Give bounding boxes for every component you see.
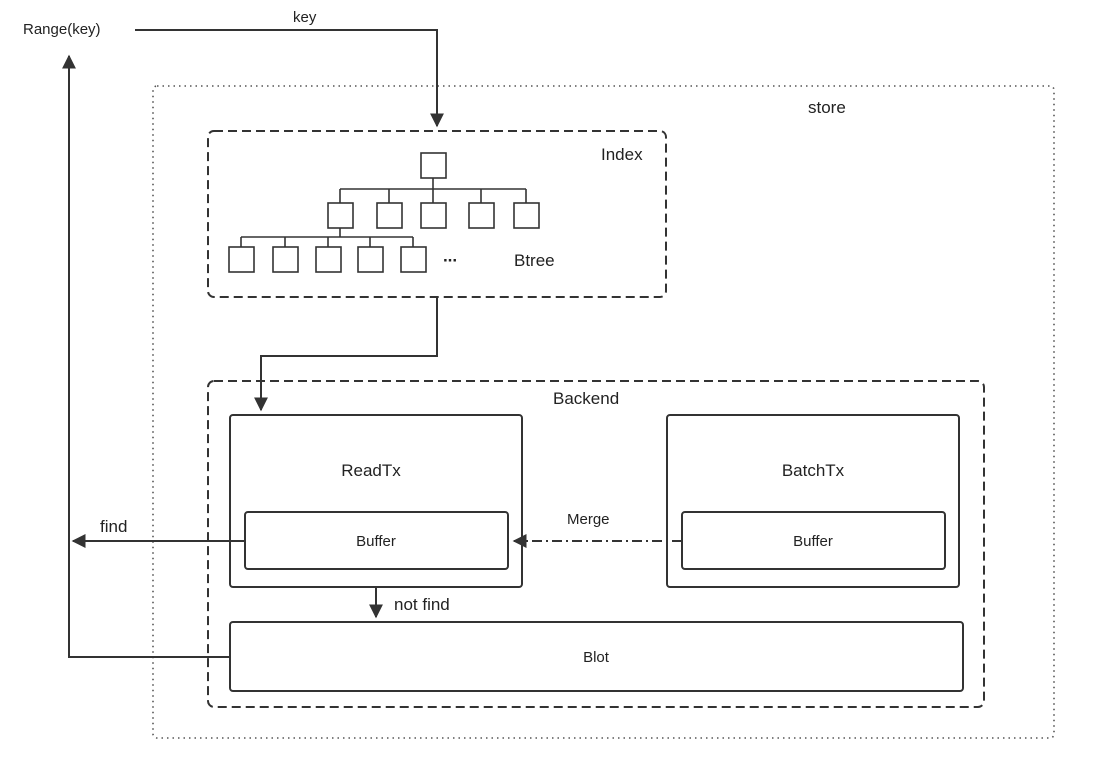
merge-label: Merge — [567, 511, 610, 528]
find-label: find — [100, 517, 128, 536]
btree-leaf-node — [228, 246, 255, 273]
index-to-readtx-arrow — [254, 298, 438, 412]
btree-leaf-node — [272, 246, 299, 273]
blot-label: Blot — [583, 649, 609, 666]
btree-node — [327, 202, 354, 229]
backend-box — [207, 380, 985, 708]
btree-node — [468, 202, 495, 229]
readtx-label: ReadTx — [341, 461, 401, 480]
store-label: store — [808, 98, 846, 117]
blot-return-arrow — [62, 54, 230, 658]
index-label: Index — [601, 145, 643, 164]
range-key-label: Range(key) — [23, 21, 101, 38]
btree-node — [376, 202, 403, 229]
key-label: key — [293, 9, 317, 26]
btree-leaf-node — [400, 246, 427, 273]
btree-node — [513, 202, 540, 229]
batchtx-buffer-label: Buffer — [793, 533, 833, 550]
btree-node — [420, 202, 447, 229]
btree-label: Btree — [514, 251, 555, 270]
key-arrow — [135, 29, 444, 128]
batchtx-label: BatchTx — [781, 461, 845, 480]
not-find-label: not find — [394, 595, 450, 614]
btree-leaf-node — [357, 246, 384, 273]
btree-leaf-node — [315, 246, 342, 273]
store-boundary — [152, 85, 1055, 739]
btree-ellipsis: ··· — [443, 251, 458, 270]
readtx-buffer-label: Buffer — [356, 533, 396, 550]
btree-graph — [228, 152, 540, 273]
btree-root-node — [420, 152, 447, 179]
backend-label: Backend — [553, 389, 620, 408]
index-box — [207, 130, 667, 298]
